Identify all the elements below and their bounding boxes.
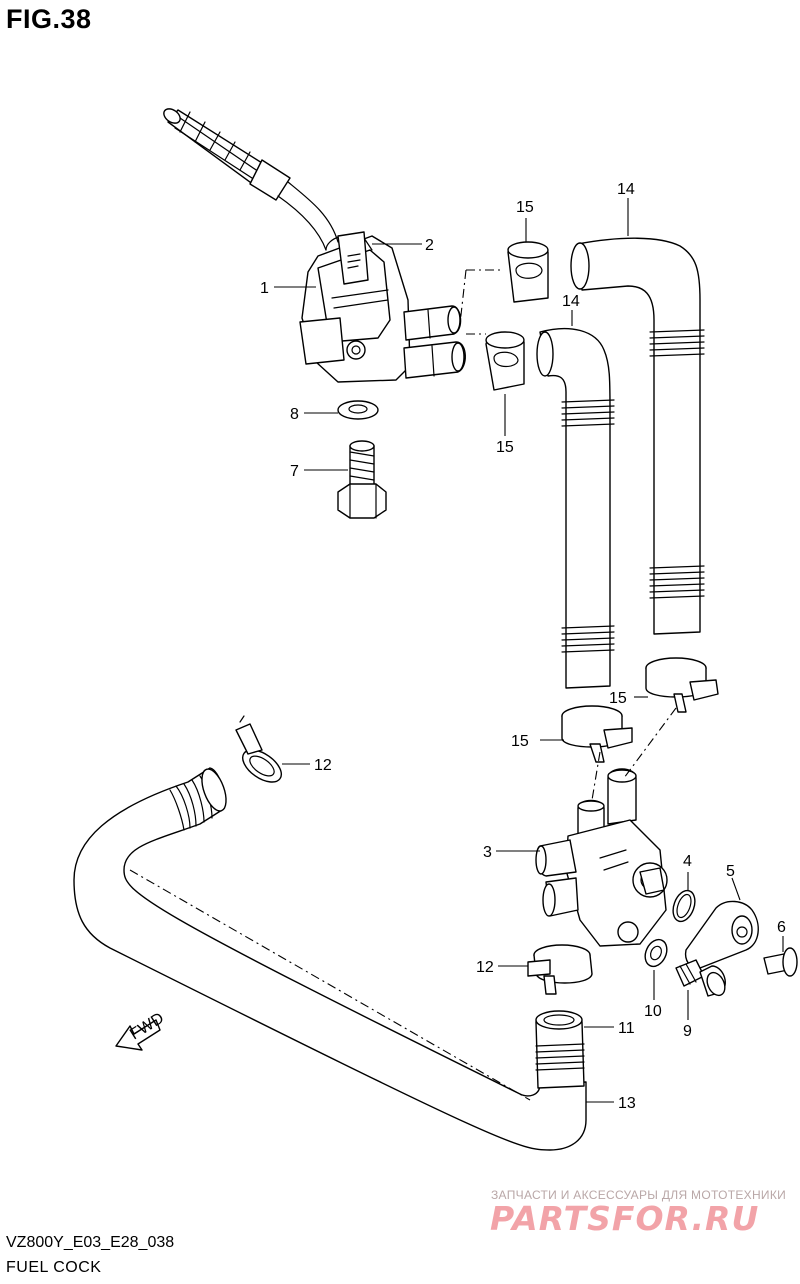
part-11-hose-end[interactable]: [535, 1010, 614, 1089]
part-1-fuel-cock-upper[interactable]: [161, 106, 466, 383]
callout-14-left: 14: [562, 293, 580, 310]
assembly-line: [591, 751, 601, 801]
part-15-clamp-mid[interactable]: [485, 331, 525, 436]
callout-10: 10: [644, 1003, 662, 1020]
part-9-screw[interactable]: [675, 959, 728, 1020]
callout-14-right: 14: [617, 181, 635, 198]
part-3-fuel-cock-lower[interactable]: [496, 768, 668, 947]
part-6-screw[interactable]: [763, 936, 798, 977]
part-7-bolt[interactable]: [304, 440, 387, 519]
callout-8: 8: [290, 406, 299, 423]
part-12-clamp-upper[interactable]: [235, 715, 310, 788]
part-15-clamp-upper[interactable]: [507, 218, 549, 303]
part-15-clamp-right[interactable]: [634, 657, 719, 713]
model-code: VZ800Y_E03_E28_038: [6, 1234, 175, 1251]
callout-9: 9: [683, 1023, 692, 1040]
callout-4: 4: [683, 853, 692, 870]
callout-13: 13: [618, 1095, 636, 1112]
watermark-tagline: ЗАПЧАСТИ И АКСЕССУАРЫ ДЛЯ МОТОТЕХНИКИ: [491, 1188, 787, 1202]
part-5-lever[interactable]: [684, 877, 759, 969]
callout-15-upper: 15: [516, 199, 534, 216]
figure-title: FIG.38: [6, 4, 92, 34]
callout-1: 1: [260, 280, 269, 297]
callout-2: 2: [425, 237, 434, 254]
callout-6: 6: [777, 919, 786, 936]
callout-12-upper: 12: [314, 757, 332, 774]
callout-15-left: 15: [511, 733, 529, 750]
callout-11: 11: [618, 1020, 635, 1037]
part-14-hose-left[interactable]: [536, 310, 615, 689]
watermark-logo: PARTSFOR.RU: [490, 1199, 760, 1238]
callout-15-right: 15: [609, 690, 627, 707]
part-15-clamp-left[interactable]: [540, 705, 633, 763]
assembly-line: [623, 707, 677, 779]
figure-caption: FUEL COCK: [6, 1259, 102, 1276]
callout-15-mid: 15: [496, 439, 514, 456]
forward-direction-arrow: FWD: [115, 1010, 167, 1051]
part-8-washer[interactable]: [304, 400, 379, 420]
callout-12-lower: 12: [476, 959, 494, 976]
part-14-hose-right[interactable]: [570, 198, 705, 635]
callout-5: 5: [726, 863, 735, 880]
callout-3: 3: [483, 844, 492, 861]
part-12-clamp-lower[interactable]: [498, 944, 593, 995]
callout-7: 7: [290, 463, 299, 480]
assembly-line: [459, 269, 467, 325]
part-10-washer[interactable]: [641, 936, 671, 1000]
part-13-hose[interactable]: [73, 766, 614, 1151]
part-4-o-ring[interactable]: [669, 872, 699, 924]
